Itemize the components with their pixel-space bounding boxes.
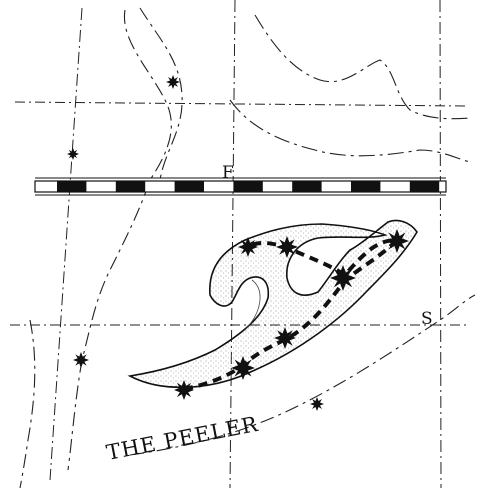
star-icon — [274, 327, 296, 349]
constellation-shape — [127, 219, 418, 389]
marker-f-label: F — [222, 163, 234, 183]
star-icon — [310, 397, 324, 411]
scale-block — [115, 181, 146, 192]
boundary-line — [254, 14, 471, 120]
constellation-name: THE PEELER — [104, 412, 260, 465]
marker-s-label: S — [421, 309, 433, 329]
scale-block — [409, 181, 440, 192]
asterism-dashed-line — [183, 237, 402, 391]
star-icon — [238, 237, 258, 257]
grid-line-center — [229, 0, 236, 488]
grid-line-left — [49, 7, 83, 481]
star-icon — [174, 380, 194, 400]
star-icon — [166, 75, 180, 89]
scale-block — [292, 181, 322, 192]
boundary-line — [19, 319, 36, 488]
star-icon — [385, 229, 409, 253]
grid-lines — [10, 0, 470, 488]
boundary-line — [139, 7, 183, 181]
constellation-inner-edge — [244, 279, 261, 331]
star-icon — [231, 356, 255, 380]
grid-line-right — [439, 0, 442, 488]
grid-line-top — [14, 101, 467, 107]
star-icon — [67, 148, 79, 160]
scale-block — [174, 181, 204, 192]
scale-block — [57, 181, 87, 192]
boundary-lines — [19, 7, 476, 488]
star-icon — [276, 236, 298, 258]
constellation-outline — [127, 219, 418, 389]
scale-bar — [34, 177, 447, 196]
boundary-line — [129, 294, 476, 456]
boundary-line — [229, 99, 471, 163]
scale-block — [233, 181, 263, 192]
scale-block — [351, 181, 381, 192]
boundary-line — [67, 9, 172, 471]
star-icon — [330, 265, 356, 291]
star-icon — [73, 352, 89, 368]
